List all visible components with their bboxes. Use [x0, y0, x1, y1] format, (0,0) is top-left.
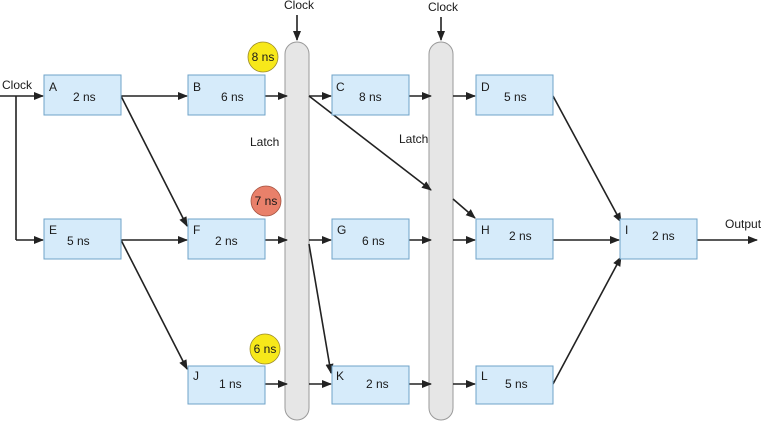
- edge-l-i: [552, 256, 622, 385]
- badge-top: 8 ns: [247, 41, 279, 73]
- edge-latch2-h-diag: [452, 198, 476, 219]
- block-k-time: 2 ns: [366, 377, 389, 391]
- block-d: D 5 ns: [475, 74, 554, 116]
- badge-middle-circle: [250, 185, 282, 217]
- block-a: A 2 ns: [43, 74, 122, 116]
- block-a-letter: A: [49, 80, 57, 94]
- block-d-time: 5 ns: [504, 90, 527, 104]
- block-f: F 2 ns: [187, 218, 266, 260]
- block-b-letter: B: [193, 80, 201, 94]
- block-d-letter: D: [481, 80, 490, 94]
- badge-bottom-text: 6 ns: [254, 342, 277, 356]
- edge-f-k-diag: [308, 243, 334, 374]
- badge-top-text: 8 ns: [252, 50, 275, 64]
- block-i: I 2 ns: [619, 218, 698, 260]
- block-h-letter: H: [481, 223, 490, 237]
- block-j-letter: J: [193, 369, 199, 383]
- output-label: Output: [725, 217, 761, 231]
- block-g: G 6 ns: [331, 218, 410, 260]
- block-g-time: 6 ns: [362, 234, 385, 248]
- block-l-time: 5 ns: [505, 377, 528, 391]
- clock-label-left: Clock: [2, 78, 33, 92]
- block-h: H 2 ns: [475, 218, 554, 260]
- block-e: E 5 ns: [43, 218, 122, 260]
- latch-2: [428, 41, 454, 421]
- block-j-time: 1 ns: [219, 377, 242, 391]
- badge-bottom-circle: [249, 333, 281, 365]
- block-h-time: 2 ns: [509, 229, 532, 243]
- clock-label-top-1: Clock: [284, 0, 315, 12]
- edge-d-i: [552, 95, 622, 223]
- block-j: J 1 ns: [187, 365, 266, 405]
- badge-bottom: 6 ns: [249, 333, 281, 365]
- clock-label-top-2: Clock: [428, 0, 459, 14]
- block-b-time: 6 ns: [221, 90, 244, 104]
- badge-middle-text: 7 ns: [255, 194, 278, 208]
- edge-a-f: [120, 95, 188, 227]
- block-k-letter: K: [336, 369, 344, 383]
- block-a-time: 2 ns: [73, 90, 96, 104]
- block-c-letter: C: [336, 80, 345, 94]
- block-i-letter: I: [625, 223, 628, 237]
- edge-e-j: [120, 239, 188, 370]
- latch-label-1: Latch: [250, 135, 279, 149]
- edge-b-latch2-diag: [308, 95, 432, 191]
- block-f-letter: F: [193, 223, 200, 237]
- block-f-time: 2 ns: [215, 234, 238, 248]
- block-l-letter: L: [481, 369, 488, 383]
- block-e-time: 5 ns: [67, 234, 90, 248]
- badge-top-circle: [247, 41, 279, 73]
- block-i-time: 2 ns: [652, 229, 675, 243]
- latch-1: [284, 41, 310, 421]
- block-c: C 8 ns: [331, 74, 410, 116]
- latch-label-2: Latch: [399, 132, 428, 146]
- block-l: L 5 ns: [475, 365, 554, 405]
- block-e-letter: E: [49, 223, 57, 237]
- block-b: B 6 ns: [187, 74, 266, 116]
- block-g-letter: G: [337, 223, 346, 237]
- block-c-time: 8 ns: [359, 90, 382, 104]
- badge-middle: 7 ns: [250, 185, 282, 217]
- block-k: K 2 ns: [331, 365, 410, 405]
